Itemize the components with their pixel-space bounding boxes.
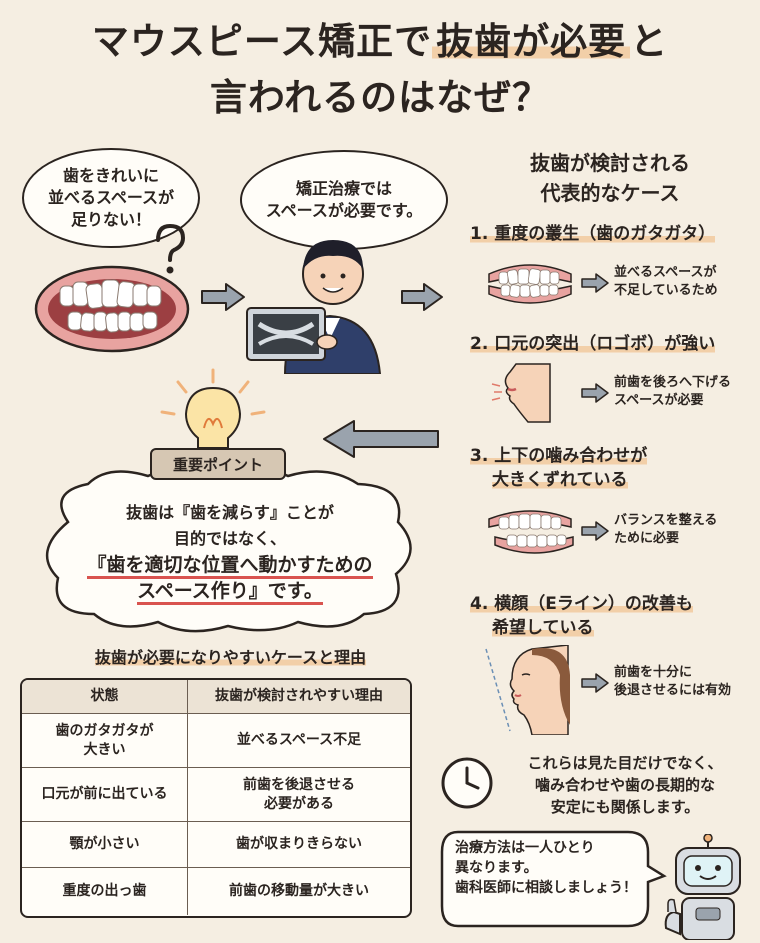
reasons-table: 状態 抜歯が検討されやすい理由 歯のガタガタが 大きい 並べるスペース不足 口元… (20, 678, 412, 918)
cases-heading-line: 代表的なケース (540, 181, 680, 205)
point-line-emphasis: スペース作り』です。 (137, 580, 323, 605)
speech-bubble-doctor: 矯正治療では スペースが必要です。 (240, 150, 448, 250)
case-2-desc: 前歯を後ろへ下げる スペースが必要 (614, 374, 731, 410)
arrow-right-icon (581, 673, 609, 693)
teeth-illustration (34, 265, 190, 353)
case-title-text: 4. 横顔（Eライン）の改善も (470, 594, 693, 614)
table-cell: 前歯を後退させる 必要がある (243, 776, 355, 812)
table-cell: 歯が収まりきらない (236, 836, 362, 852)
arrow-right-icon (401, 283, 443, 311)
bubble-text: スペースが必要です。 (265, 201, 423, 220)
important-point-text: 抜歯は『歯を減らす』ことが 目的ではなく、 『歯を適切な位置へ動かすための スペ… (40, 500, 420, 605)
table-row: 重度の出っ歯 前歯の移動量が大きい (22, 868, 410, 915)
point-line: 抜歯は『歯を減らす』ことが (126, 503, 334, 522)
doctor-illustration (246, 240, 382, 374)
case-1-title: 1. 重度の叢生（歯のガタガタ） (470, 222, 716, 246)
cases-heading: 抜歯が検討される 代表的なケース (470, 148, 750, 208)
table-cell: 重度の出っ歯 (22, 868, 188, 915)
title-text: と (630, 20, 669, 63)
title-line-2: 言われるのはなぜ？ (209, 76, 551, 119)
bubble-text: 足りない！ (70, 210, 151, 229)
speech-bubble-space: 歯をきれいに 並べるスペースが 足りない！ (22, 148, 200, 248)
arrow-left-icon (323, 420, 439, 458)
case-desc-line: ために必要 (614, 531, 680, 546)
question-mark-icon (156, 223, 186, 274)
table-cell: 口元が前に出ている (22, 768, 188, 821)
arrow-right-icon (201, 283, 245, 311)
robot-speech-bubble (440, 830, 667, 928)
table-row: 歯のガタガタが 大きい 並べるスペース不足 (22, 714, 410, 768)
table-header-row: 状態 抜歯が検討されやすい理由 (22, 680, 410, 714)
case-desc-line: 不足しているため (614, 283, 718, 298)
robot-bubble-text: 治療方法は一人ひとり 異なります。 歯科医師に相談しましょう！ (455, 838, 645, 898)
case-desc-line: 後退させるには有効 (614, 683, 732, 698)
case-desc-line: 前歯を後ろへ下げる (614, 375, 732, 390)
case-2-title: 2. 口元の突出（ロゴボ）が強い (470, 332, 716, 356)
point-line-emphasis: 『歯を適切な位置へ動かすための (87, 554, 373, 579)
table-header-cell: 抜歯が検討されやすい理由 (188, 680, 410, 713)
case-desc-line: 並べるスペースが (614, 265, 717, 280)
arrow-right-icon (581, 273, 609, 293)
case-title-text: 2. 口元の突出（ロゴボ）が強い (470, 334, 716, 354)
crowded-teeth-icon (488, 264, 572, 304)
table-row: 顎が小さい 歯が収まりきらない (22, 822, 410, 868)
robot-illustration (664, 834, 741, 940)
title-highlight: 抜歯が必要 (432, 20, 631, 63)
important-point-badge: 重要ポイント (150, 448, 286, 480)
protruding-mouth-icon (491, 363, 551, 423)
cases-heading-line: 抜歯が検討される (530, 151, 690, 175)
table-cell: 顎が小さい (22, 822, 188, 867)
case-desc-line: バランスを整える (614, 513, 718, 528)
bubble-text: 並べるスペースが (47, 188, 175, 207)
case-4-desc: 前歯を十分に 後退させるには有効 (614, 664, 731, 700)
table-header-cell: 状態 (22, 680, 188, 713)
profile-face-icon (485, 645, 570, 735)
point-line: 目的ではなく、 (173, 529, 286, 548)
case-title-text: 1. 重度の叢生（歯のガタガタ） (470, 224, 716, 244)
title-line-1: マウスピース矯正で抜歯が必要と (0, 14, 760, 70)
table-cell: 前歯の移動量が大きい (229, 883, 369, 899)
bite-misalignment-icon (488, 510, 574, 554)
table-cell: 歯のガタガタが 大きい (22, 714, 188, 767)
note-line: これらは見た目だけでなく、 (527, 754, 723, 772)
title-text: マウスピース矯正で (91, 20, 433, 63)
table-cell: 並べるスペース不足 (236, 732, 362, 748)
arrow-right-icon (581, 383, 609, 403)
bubble-text: 矯正治療では (295, 179, 392, 198)
robot-bubble-line: 歯科医師に相談しましょう！ (455, 880, 637, 896)
case-title-text: 希望している (492, 618, 594, 638)
note-line: 噛み合わせや歯の長期的な (534, 776, 715, 794)
badge-text: 重要ポイント (172, 455, 263, 474)
clock-icon (441, 757, 493, 809)
table-row: 口元が前に出ている 前歯を後退させる 必要がある (22, 768, 410, 822)
case-1-desc: 並べるスペースが 不足しているため (614, 264, 718, 300)
page-title: マウスピース矯正で抜歯が必要と 言われるのはなぜ？ (0, 14, 760, 126)
bubble-text: 歯をきれいに (62, 166, 159, 185)
case-3-desc: バランスを整える ために必要 (614, 512, 717, 548)
note-text: これらは見た目だけでなく、 噛み合わせや歯の長期的な 安定にも関係します。 (500, 752, 750, 818)
arrow-right-icon (581, 521, 609, 541)
case-desc-line: 前歯を十分に (614, 665, 693, 680)
robot-bubble-line: 治療方法は一人ひとり (455, 840, 595, 856)
case-desc-line: スペースが必要 (614, 393, 704, 408)
case-4-title: 4. 横顔（Eライン）の改善も 希望している (470, 592, 693, 640)
table-title-text: 抜歯が必要になりやすいケースと理由 (94, 648, 367, 667)
note-line: 安定にも関係します。 (550, 798, 700, 816)
case-title-text: 3. 上下の噛み合わせが (470, 446, 648, 466)
robot-bubble-line: 異なります。 (455, 860, 538, 876)
case-3-title: 3. 上下の噛み合わせが 大きくずれている (470, 444, 648, 492)
case-title-text: 大きくずれている (492, 470, 628, 490)
table-title: 抜歯が必要になりやすいケースと理由 (38, 645, 423, 671)
